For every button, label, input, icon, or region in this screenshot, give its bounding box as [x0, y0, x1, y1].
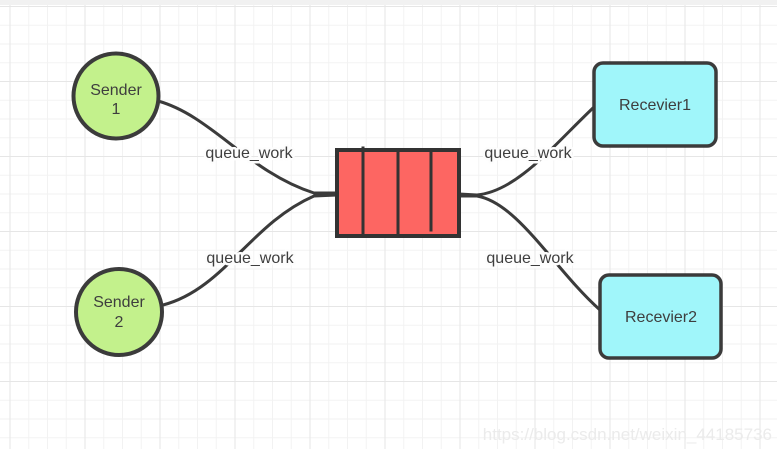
receiver-1-label: Recevier1 — [619, 97, 691, 114]
edge-sender1-to-queue[interactable] — [156, 99, 339, 195]
edge-label-queue-receiver2: queue_work — [486, 250, 574, 267]
receiver-2-label: Recevier2 — [625, 309, 697, 326]
sender-2-label-line1: Sender — [93, 294, 145, 311]
queue-node[interactable] — [335, 146, 461, 238]
edge-sender2-to-queue[interactable] — [161, 193, 339, 307]
receiver-2-node[interactable] — [598, 273, 723, 360]
edge-label-queue-receiver1: queue_work — [484, 145, 572, 162]
sender-2-label-line2: 2 — [115, 314, 124, 331]
sender-1-node[interactable] — [71, 51, 161, 141]
edge-queue-to-receiver2[interactable] — [457, 194, 602, 312]
edge-queue-to-receiver1[interactable] — [457, 106, 595, 197]
receiver-1-node[interactable] — [592, 61, 718, 148]
edge-label-sender1-queue: queue_work — [205, 145, 293, 162]
sender-1-label-line2: 1 — [112, 101, 121, 118]
edge-group — [156, 99, 602, 312]
csdn-watermark: https://blog.csdn.net/weixin_44185736 — [483, 425, 772, 444]
sender-2-node[interactable] — [74, 267, 164, 357]
edge-label-sender2-queue: queue_work — [206, 250, 294, 267]
sender-1-label-line1: Sender — [90, 82, 142, 99]
